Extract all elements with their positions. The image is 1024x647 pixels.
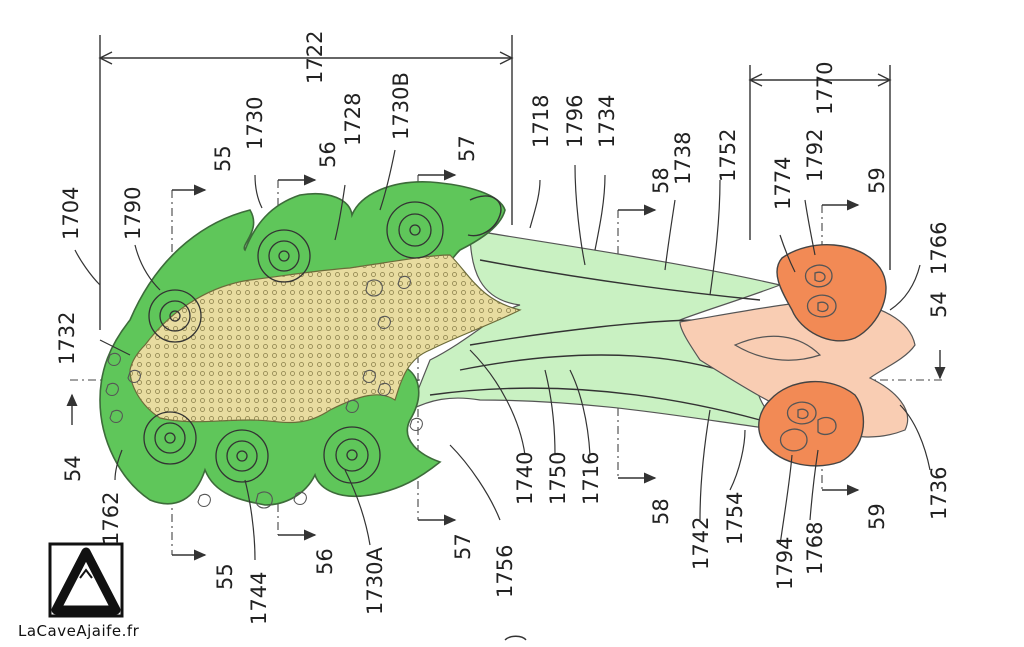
label-58b: 58 <box>649 498 673 525</box>
label-1756: 1756 <box>493 545 517 598</box>
mountain-triangle-icon <box>48 542 124 618</box>
label-56b: 56 <box>313 548 337 575</box>
forefoot-lugs <box>143 201 444 484</box>
label-1768: 1768 <box>803 522 827 575</box>
label-1704: 1704 <box>59 187 83 240</box>
label-57b: 57 <box>451 533 475 560</box>
heel-pod-bottom <box>758 380 865 467</box>
label-1730: 1730 <box>243 97 267 150</box>
label-1730A: 1730A <box>363 547 387 615</box>
label-1736: 1736 <box>927 467 951 520</box>
label-1722: 1722 <box>303 31 327 84</box>
label-1752: 1752 <box>716 129 740 182</box>
label-59b: 59 <box>865 503 889 530</box>
heel-lugs <box>779 264 837 452</box>
label-1716: 1716 <box>579 452 603 505</box>
label-1740: 1740 <box>513 452 537 505</box>
dimension-1770 <box>748 65 892 270</box>
dimension-1722 <box>98 35 514 330</box>
small-lugs <box>105 275 423 509</box>
label-1766: 1766 <box>927 222 951 275</box>
label-57a: 57 <box>455 135 479 162</box>
label-1734: 1734 <box>595 95 619 148</box>
label-1762: 1762 <box>99 492 123 545</box>
label-54b: 54 <box>61 455 85 482</box>
label-54a: 54 <box>927 291 951 318</box>
label-1738: 1738 <box>671 132 695 185</box>
label-1732: 1732 <box>55 312 79 365</box>
reference-labels: 1704 1790 55 1730 56 1728 1730B 57 1722 … <box>55 31 951 625</box>
label-1750: 1750 <box>546 452 570 505</box>
logo-text: LaCaveAjaife.fr <box>18 622 140 640</box>
label-1754: 1754 <box>723 492 747 545</box>
label-1742: 1742 <box>689 517 713 570</box>
label-55b: 55 <box>213 563 237 590</box>
label-55a: 55 <box>211 145 235 172</box>
heel-pod-top <box>776 244 887 342</box>
label-1790: 1790 <box>121 187 145 240</box>
label-1744: 1744 <box>247 572 271 625</box>
label-1770: 1770 <box>813 62 837 115</box>
label-58a: 58 <box>649 167 673 194</box>
label-1794: 1794 <box>773 537 797 590</box>
label-59a: 59 <box>865 167 889 194</box>
label-1796: 1796 <box>563 95 587 148</box>
label-56a: 56 <box>316 141 340 168</box>
label-1728: 1728 <box>341 93 365 146</box>
label-1730B: 1730B <box>389 72 413 140</box>
label-1718: 1718 <box>529 95 553 148</box>
label-1774: 1774 <box>771 157 795 210</box>
label-1792: 1792 <box>803 129 827 182</box>
leader-lines <box>74 149 931 561</box>
